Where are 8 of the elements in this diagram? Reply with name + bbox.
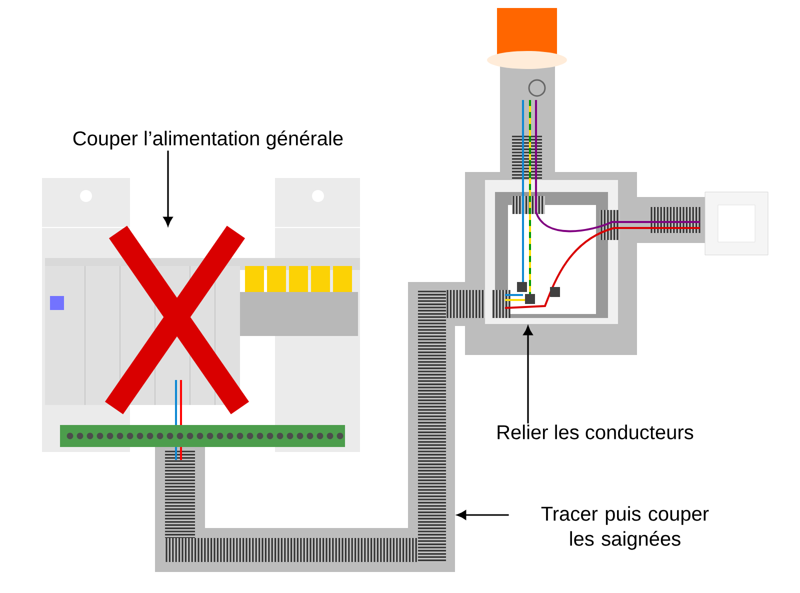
arrow [163,150,173,226]
callout-text: Relier les conducteurs [498,424,694,440]
arrow [523,326,533,424]
junction-box-drawing [485,100,700,324]
arrow [456,510,509,520]
electrical-panel-drawing [42,226,360,460]
callout-text: Tracer puis couper les saignées [541,506,709,550]
callout-text: Couper l’alimentation générale [73,130,343,150]
